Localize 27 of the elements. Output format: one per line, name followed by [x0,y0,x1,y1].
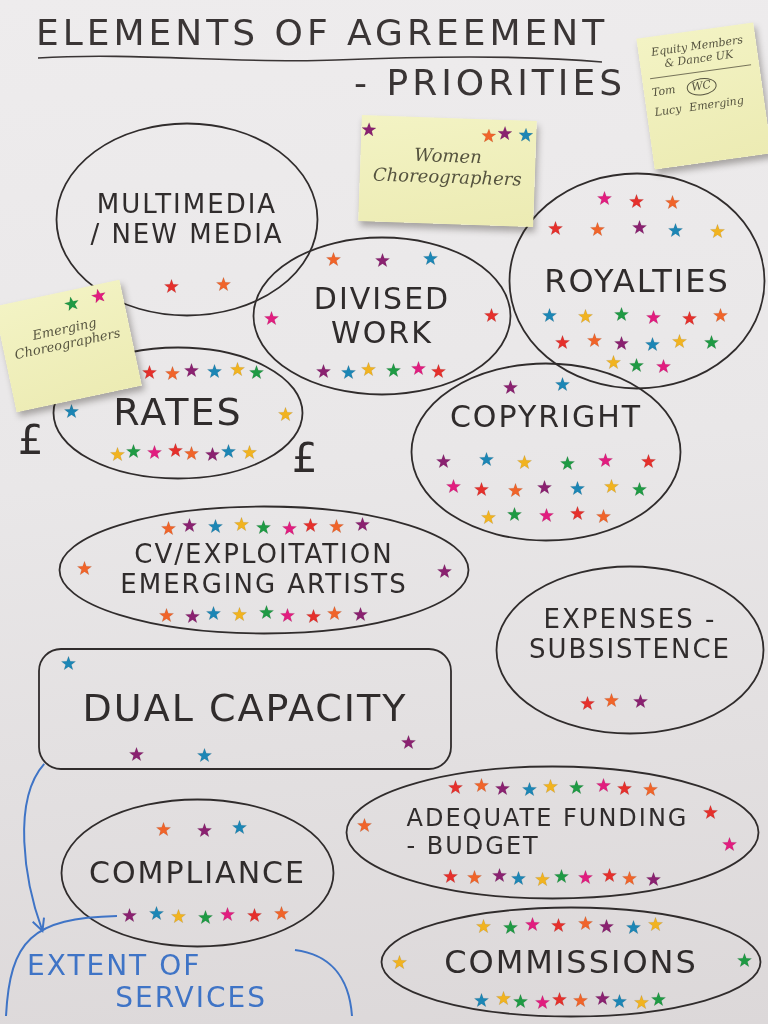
topic-oval [495,565,765,735]
topic-oval [60,798,335,948]
note-text: Women Choreographers [371,143,523,191]
topic-oval [380,906,762,1018]
pound-sign: £ [18,420,44,460]
pound-sign: £ [292,438,318,478]
topic-oval [58,505,470,635]
topic-label: CV/EXPLOITATION EMERGING ARTISTS [119,540,409,600]
sticky-note [358,115,537,227]
note-text: Lucy [654,103,683,120]
topic-label: ROYALTIES [544,262,730,300]
topic-label: MULTIMEDIA / NEW MEDIA [89,189,285,250]
topic-label: COMPLIANCE [89,855,306,891]
note-text: Tom [651,84,677,101]
topic-oval [410,362,682,542]
arrow [23,762,46,932]
topic-oval [345,765,760,900]
page-title: ELEMENTS OF AGREEMENT - PRIORITIES [36,11,626,105]
topic-label: DUAL CAPACITY [82,687,408,731]
topic-box [38,648,452,770]
topic-label: DIVISED WORK [312,281,452,351]
topic-label: COPYRIGHT [449,399,643,435]
topic-label: EXTENT OF SERVICES [27,950,267,1015]
topic-label: COMMISSIONS [444,943,698,981]
topic-label: RATES [113,391,243,435]
topic-label: EXPENSES - SUBSISTENCE [528,605,732,665]
topic-label: ADEQUATE FUNDING - BUDGET [406,804,690,861]
